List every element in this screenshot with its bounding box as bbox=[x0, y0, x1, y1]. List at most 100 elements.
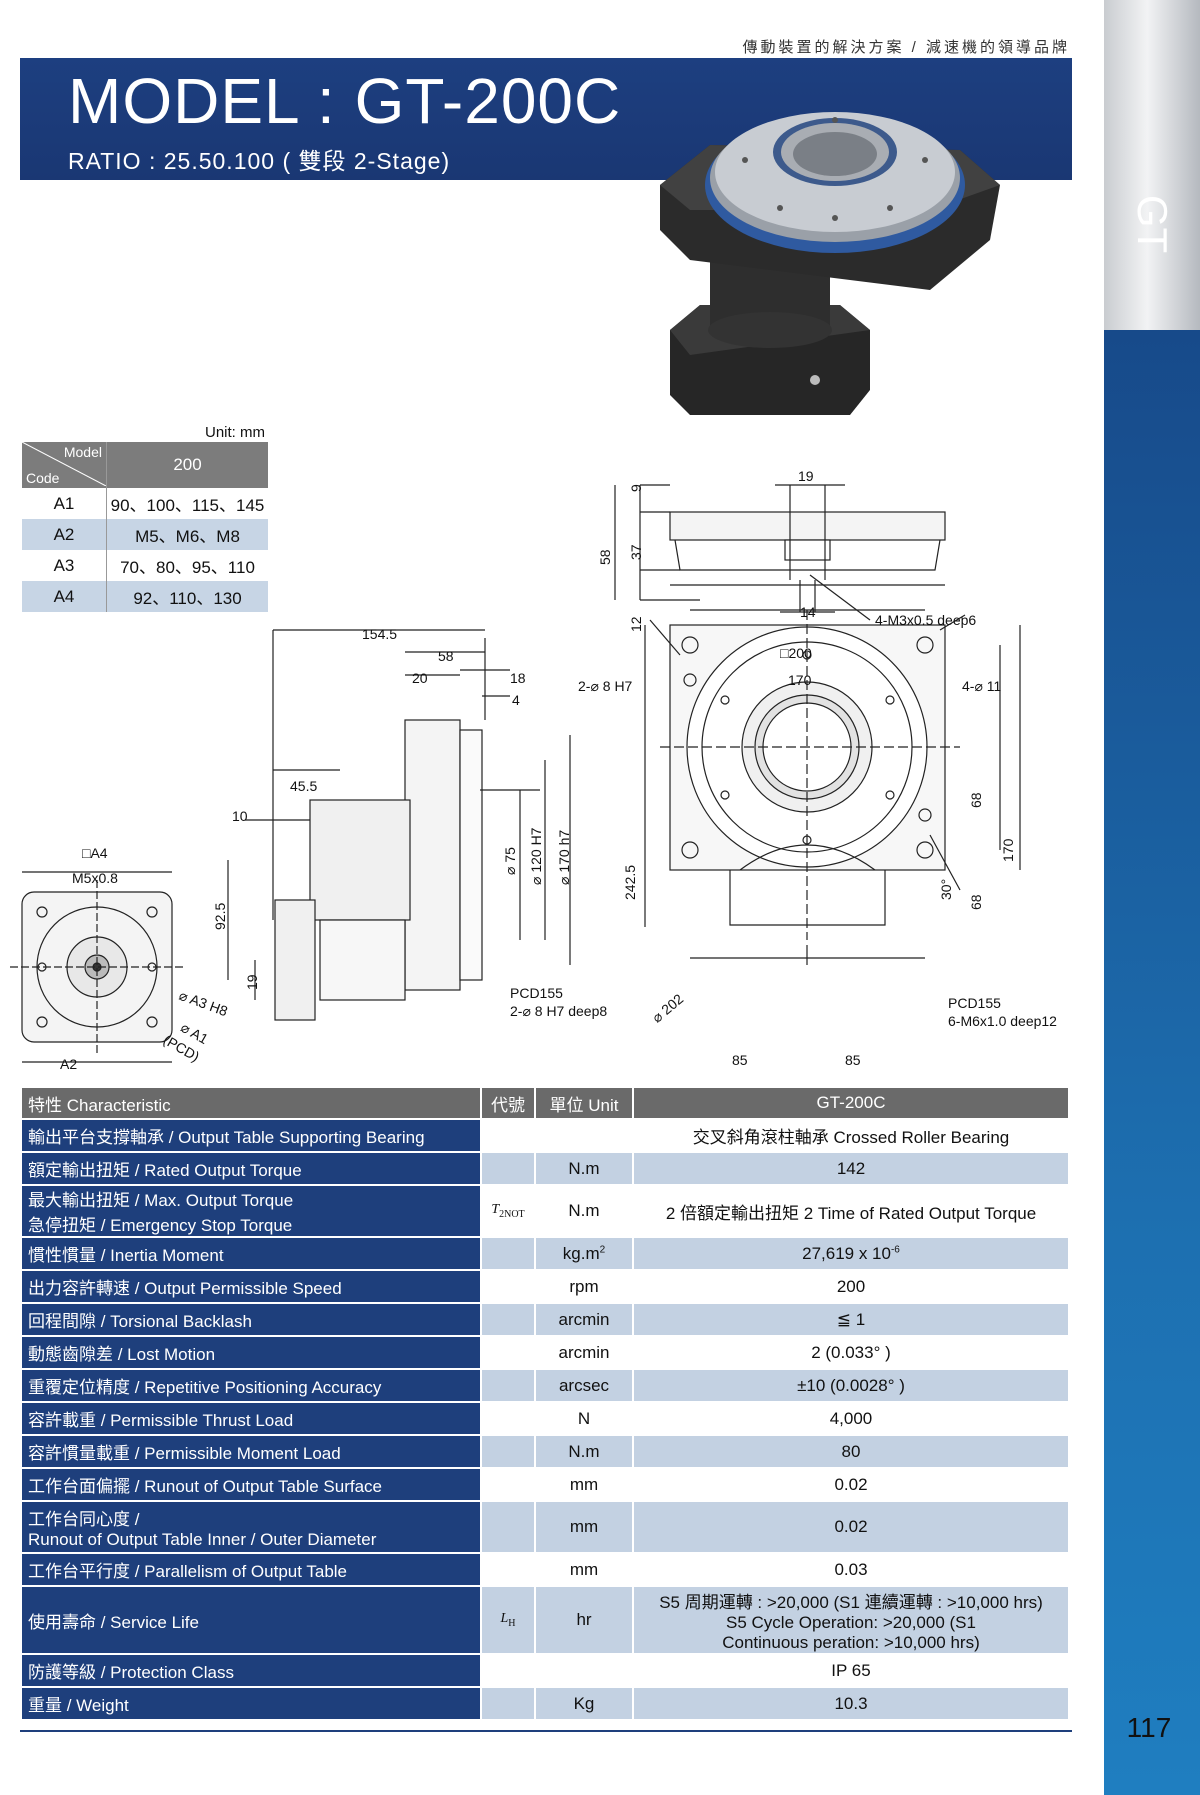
tagline: 傳動裝置的解決方案 / 減速機的領導品牌 bbox=[742, 39, 1070, 56]
spec-code bbox=[481, 1402, 536, 1436]
spec-label: 輸出平台支撐軸承 / Output Table Supporting Beari… bbox=[22, 1119, 482, 1153]
dim-a4: □A4 bbox=[82, 845, 108, 861]
code-cell: A2 bbox=[22, 519, 107, 550]
spec-row: 回程間隙 / Torsional Backlash arcmin ≦ 1 bbox=[22, 1303, 1068, 1337]
spec-unit: arcsec bbox=[535, 1369, 634, 1403]
dim-68a: 68 bbox=[968, 792, 984, 808]
spec-value: ≦ 1 bbox=[633, 1303, 1068, 1337]
value-cell: M5、M6、M8 bbox=[106, 519, 268, 550]
header-unit: 單位 Unit bbox=[535, 1088, 634, 1120]
spec-row: 工作台平行度 / Parallelism of Output Table mm … bbox=[22, 1553, 1068, 1587]
spec-unit: hr bbox=[535, 1586, 634, 1655]
spec-unit: kg.m2 bbox=[535, 1237, 634, 1271]
spec-value: 0.02 bbox=[633, 1501, 1068, 1554]
spec-label-line2: Runout of Output Table Inner / Outer Dia… bbox=[28, 1529, 377, 1549]
spec-row: 慣性慣量 / Inertia Moment kg.m2 27,619 x 10-… bbox=[22, 1237, 1068, 1271]
value-cell: 70、80、95、110 bbox=[120, 558, 255, 577]
dim-242-5: 242.5 bbox=[622, 864, 638, 900]
spec-code: LH bbox=[481, 1586, 536, 1655]
spec-label: 回程間隙 / Torsional Backlash bbox=[22, 1303, 482, 1337]
spec-unit: Kg bbox=[535, 1687, 634, 1721]
spec-label: 工作台同心度 /Runout of Output Table Inner / O… bbox=[22, 1501, 482, 1554]
spec-label: 容許慣量載重 / Permissible Moment Load bbox=[22, 1435, 482, 1469]
code-cell: A4 bbox=[22, 581, 107, 612]
spec-row: 重量 / Weight Kg 10.3 bbox=[22, 1687, 1068, 1721]
spec-unit: N.m bbox=[535, 1152, 634, 1186]
dim-12: 12 bbox=[628, 616, 644, 632]
spec-label: 容許載重 / Permissible Thrust Load bbox=[22, 1402, 482, 1436]
dim-4: 4 bbox=[512, 692, 520, 708]
spec-row: 使用壽命 / Service Life LH hr S5 周期運轉 : >20,… bbox=[22, 1586, 1068, 1655]
spec-row: 額定輸出扭矩 / Rated Output Torque N.m 142 bbox=[22, 1152, 1068, 1186]
spec-row: 工作台面偏擺 / Runout of Output Table Surface … bbox=[22, 1468, 1068, 1502]
header-code: Code bbox=[26, 470, 60, 486]
spec-value: IP 65 bbox=[633, 1654, 1068, 1688]
header-code: 代號 bbox=[481, 1088, 536, 1120]
pcd-side: PCD155 bbox=[510, 985, 563, 1001]
spec-unit: arcmin bbox=[535, 1303, 634, 1337]
spec-code bbox=[481, 1303, 536, 1337]
spec-value: 142 bbox=[633, 1152, 1068, 1186]
dim-angle: 30° bbox=[938, 878, 954, 900]
dim-92-5: 92.5 bbox=[212, 902, 228, 930]
model-title: MODEL : GT-200C bbox=[68, 65, 622, 137]
header-characteristic: 特性 Characteristic bbox=[22, 1088, 482, 1120]
dim-18: 18 bbox=[510, 670, 526, 686]
code-cell: A3 bbox=[22, 550, 107, 581]
code-cell: A1 bbox=[22, 488, 107, 519]
spec-value: S5 周期運轉 : >20,000 (S1 連續運轉 : >10,000 hrs… bbox=[633, 1586, 1068, 1655]
dim-85a: 85 bbox=[732, 1052, 748, 1068]
dim-d75: ⌀ 75 bbox=[502, 847, 518, 875]
spec-label-line2: 急停扭矩 / Emergency Stop Torque bbox=[28, 1216, 293, 1235]
spec-row: 容許慣量載重 / Permissible Moment Load N.m 80 bbox=[22, 1435, 1068, 1469]
spec-code bbox=[481, 1654, 536, 1688]
side-rail-blue bbox=[1104, 330, 1200, 1795]
spec-code: T2NOT bbox=[481, 1185, 536, 1238]
tap-note-top: 4-M3x0.5 deep6 bbox=[875, 612, 977, 628]
spec-value: 交叉斜角滾柱軸承 Crossed Roller Bearing bbox=[633, 1119, 1068, 1153]
tap-front: 6-M6x1.0 deep12 bbox=[948, 1013, 1057, 1029]
spec-value: 4,000 bbox=[633, 1402, 1068, 1436]
dim-58-side: 58 bbox=[438, 648, 454, 664]
spec-row: 輸出平台支撐軸承 / Output Table Supporting Beari… bbox=[22, 1119, 1068, 1153]
spec-value: ±10 (0.0028° ) bbox=[633, 1369, 1068, 1403]
spec-value: 200 bbox=[633, 1270, 1068, 1304]
spec-code bbox=[481, 1501, 536, 1554]
spec-row: 容許載重 / Permissible Thrust Load N 4,000 bbox=[22, 1402, 1068, 1436]
spec-unit: rpm bbox=[535, 1270, 634, 1304]
dim-10: 10 bbox=[232, 808, 248, 824]
spec-label-line1: 工作台同心度 / bbox=[28, 1509, 140, 1529]
header-size: 200 bbox=[106, 442, 268, 488]
spec-unit: mm bbox=[535, 1553, 634, 1587]
spec-code bbox=[481, 1553, 536, 1587]
spec-code bbox=[481, 1270, 536, 1304]
spec-unit: mm bbox=[535, 1501, 634, 1554]
dim-d120: ⌀ 120 H7 bbox=[528, 827, 544, 885]
dim-m5: M5x0.8 bbox=[72, 870, 118, 886]
spec-code bbox=[481, 1237, 536, 1271]
spec-header-row: 特性 Characteristic 代號 單位 Unit GT-200C bbox=[22, 1088, 1068, 1120]
pcd-front: PCD155 bbox=[948, 995, 1001, 1011]
dim-19-top: 19 bbox=[798, 468, 814, 484]
spec-row: 重覆定位精度 / Repetitive Positioning Accuracy… bbox=[22, 1369, 1068, 1403]
spec-value-line2: S5 Cycle Operation: >20,000 (S1 bbox=[726, 1612, 976, 1632]
unit-label: Unit: mm bbox=[205, 424, 265, 441]
spec-label: 工作台平行度 / Parallelism of Output Table bbox=[22, 1553, 482, 1587]
spec-label: 使用壽命 / Service Life bbox=[22, 1586, 482, 1655]
dim-14: 14 bbox=[800, 604, 816, 620]
spec-row: 工作台同心度 /Runout of Output Table Inner / O… bbox=[22, 1501, 1068, 1554]
spec-label: 出力容許轉速 / Output Permissible Speed bbox=[22, 1270, 482, 1304]
spec-label: 慣性慣量 / Inertia Moment bbox=[22, 1237, 482, 1271]
spec-row: 出力容許轉速 / Output Permissible Speed rpm 20… bbox=[22, 1270, 1068, 1304]
spec-label: 重量 / Weight bbox=[22, 1687, 482, 1721]
dim-45-5: 45.5 bbox=[290, 778, 318, 794]
spec-value: 80 bbox=[633, 1435, 1068, 1469]
code-row: A3 70、80、95、110 bbox=[22, 550, 268, 581]
holes-front: 4-⌀ 11 bbox=[962, 678, 1002, 694]
diagonal-line bbox=[22, 442, 106, 486]
spec-unit: N.m bbox=[535, 1435, 634, 1469]
spec-row: 防護等級 / Protection Class IP 65 bbox=[22, 1654, 1068, 1688]
